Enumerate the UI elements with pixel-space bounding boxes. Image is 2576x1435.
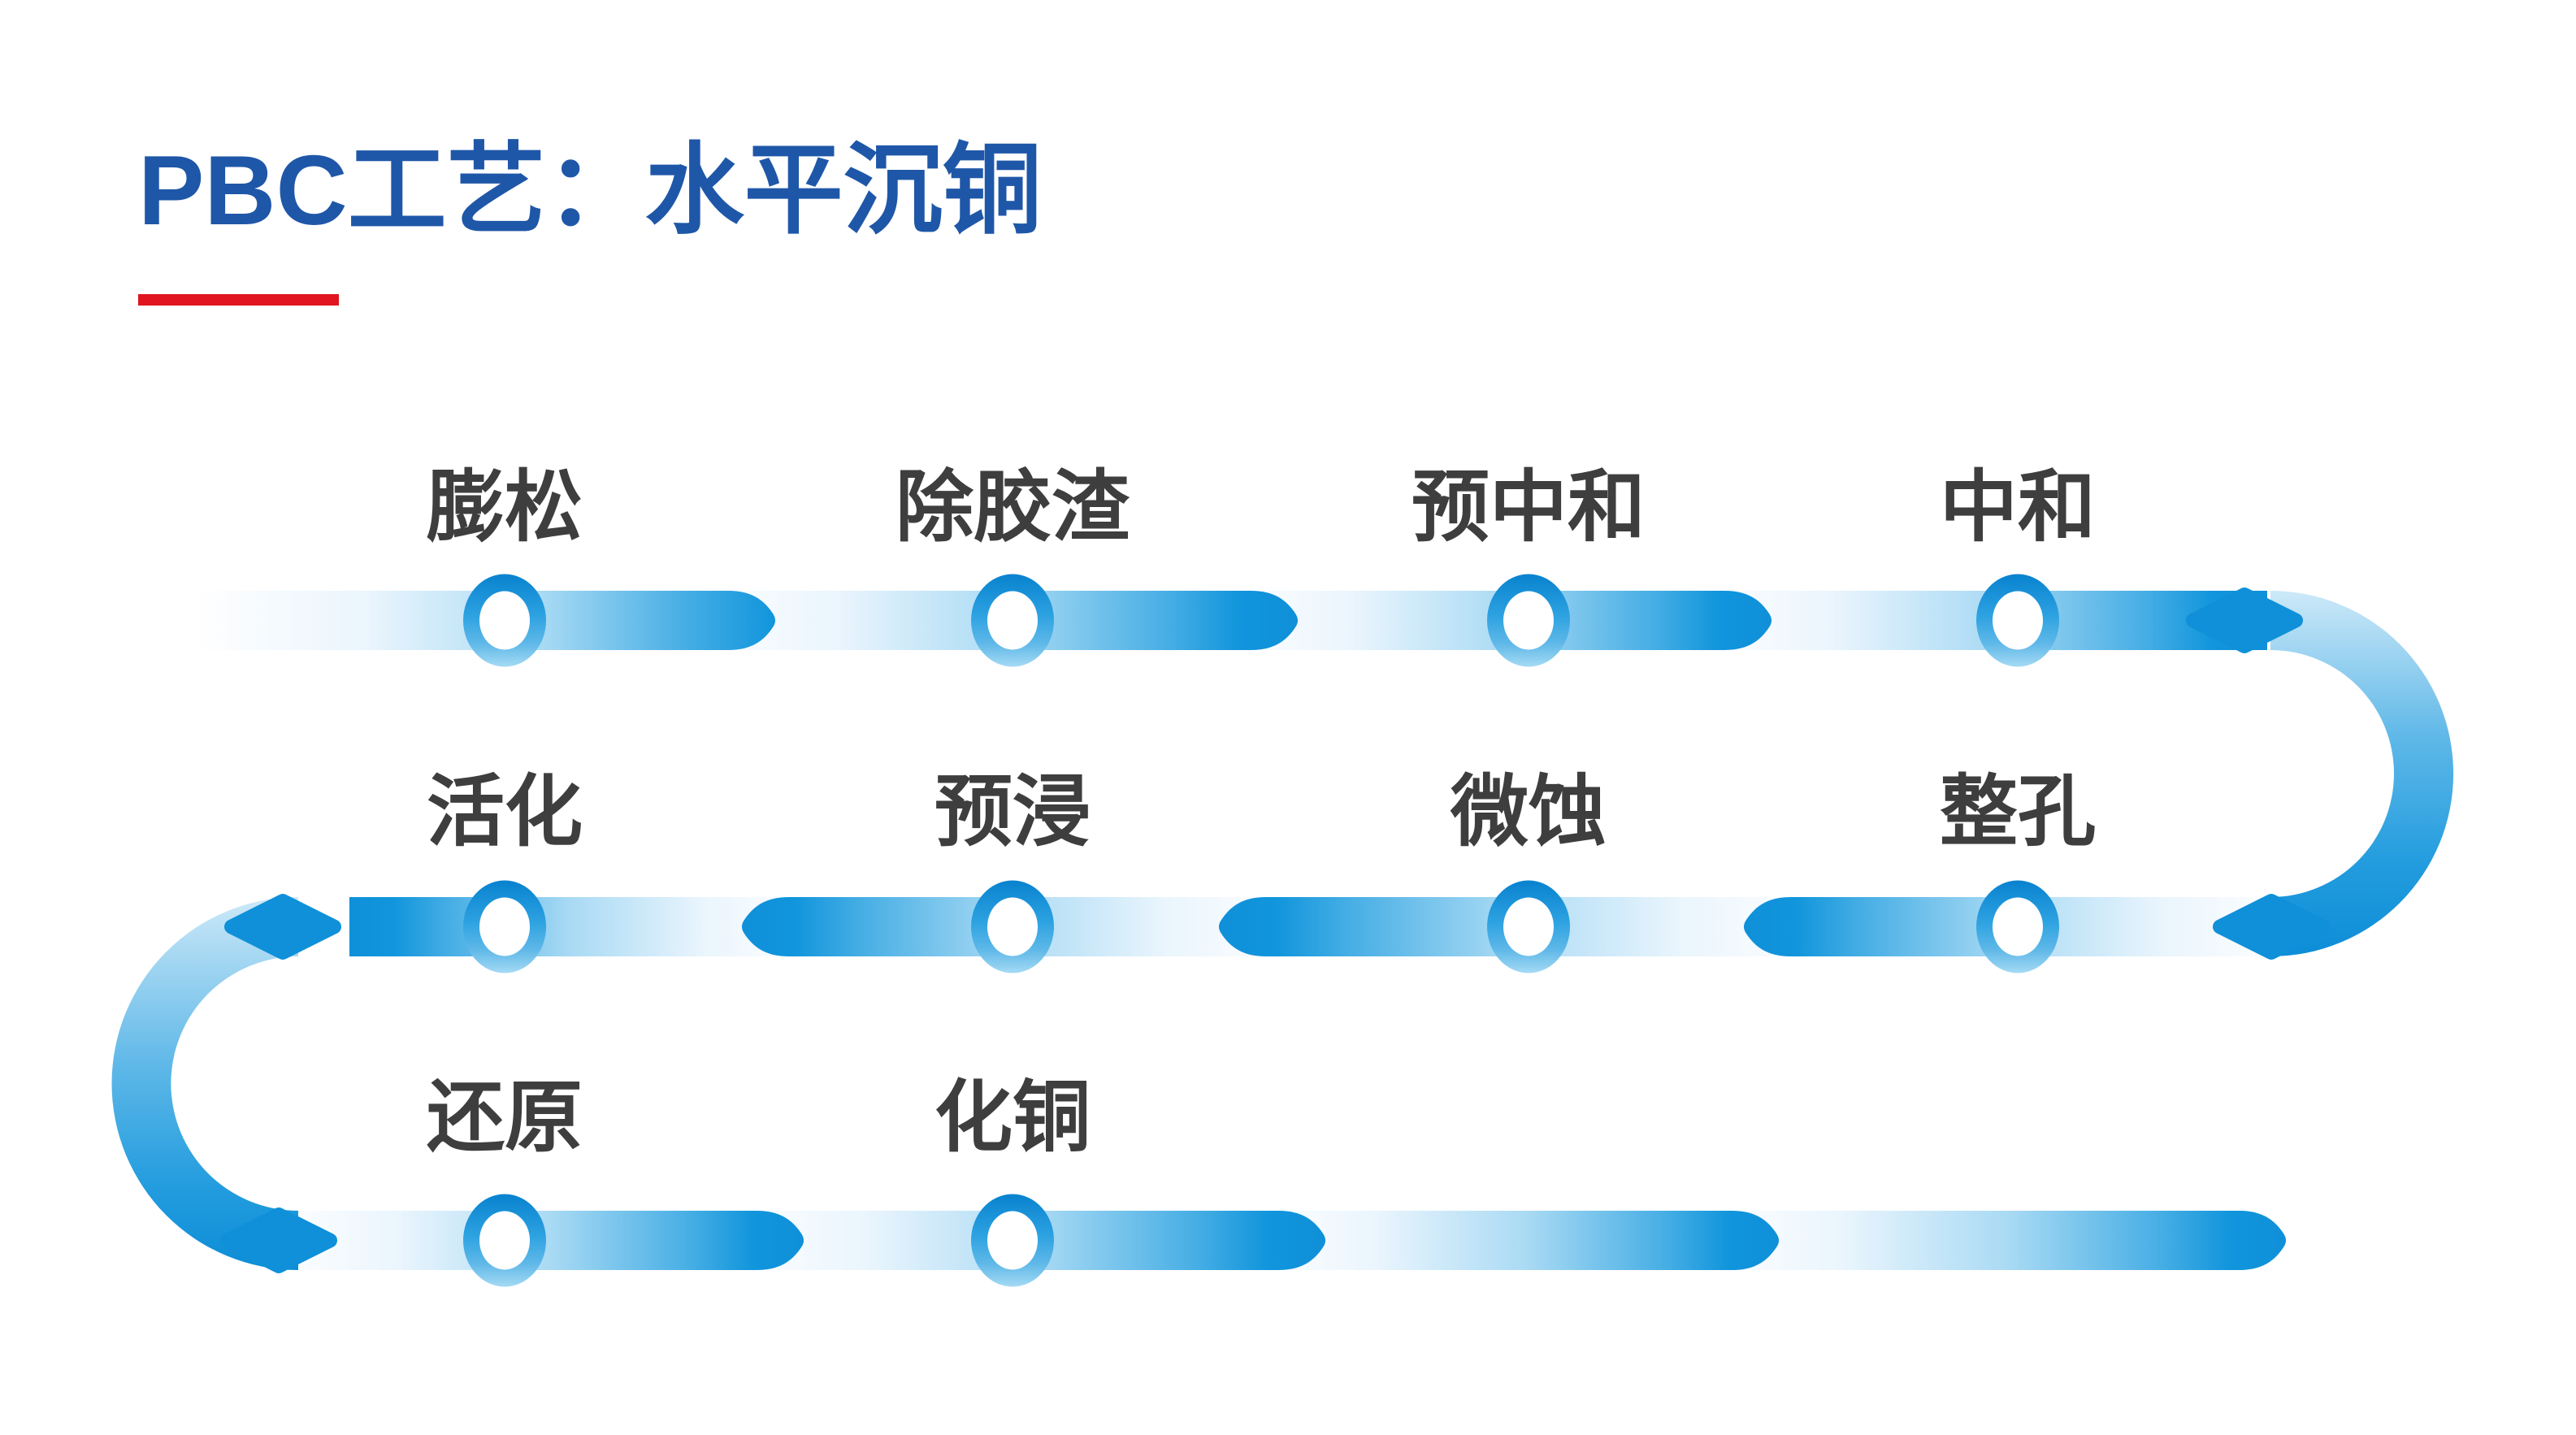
node-ring-inner xyxy=(1993,897,2043,956)
step-label-row2-4: 整孔 xyxy=(1940,769,2096,856)
step-node-row1-4 xyxy=(1976,574,2059,667)
u-turn-left xyxy=(111,897,298,1270)
header: PBC工艺：水平沉铜 xyxy=(138,135,1042,245)
u-turn-right xyxy=(2270,590,2454,956)
arrow-left-chevron-icon xyxy=(224,894,341,960)
node-ring-inner xyxy=(1503,897,1554,956)
step-node-row2-1 xyxy=(463,880,546,973)
node-ring-inner xyxy=(1993,591,2043,650)
node-ring-inner xyxy=(1503,591,1554,650)
flow-segment-row2-4 xyxy=(349,897,792,956)
node-ring-inner xyxy=(479,591,530,650)
step-node-row3-2 xyxy=(971,1194,1054,1287)
flow-segment-row3-3 xyxy=(1276,1211,1779,1270)
step-label-row2-1: 活化 xyxy=(427,769,583,856)
step-node-row3-1 xyxy=(463,1194,546,1287)
arrow-left-chevron-icon xyxy=(2213,894,2330,960)
step-label-row3-2: 化铜 xyxy=(935,1074,1091,1161)
flow-segment-row3-4 xyxy=(1731,1211,2286,1270)
step-label-row2-2: 预浸 xyxy=(935,769,1091,856)
node-ring-inner xyxy=(987,1211,1038,1270)
step-node-row2-3 xyxy=(1487,880,1570,973)
step-label-row1-2: 除胶渣 xyxy=(896,464,1130,551)
page-title: PBC工艺：水平沉铜 xyxy=(138,135,1042,245)
step-label-row1-4: 中和 xyxy=(1940,464,2096,551)
node-ring-inner xyxy=(987,897,1038,956)
step-node-row2-2 xyxy=(971,880,1054,973)
arrow-right-chevron-icon xyxy=(220,1207,337,1273)
node-ring-inner xyxy=(987,591,1038,650)
step-node-row1-2 xyxy=(971,574,1054,667)
step-node-row1-3 xyxy=(1487,574,1570,667)
step-label-row1-3: 预中和 xyxy=(1412,464,1646,551)
step-nodes xyxy=(463,574,2059,1287)
step-label-row2-3: 微蚀 xyxy=(1450,769,1607,856)
step-label-row3-1: 还原 xyxy=(427,1074,583,1161)
node-ring-inner xyxy=(479,897,530,956)
step-node-row1-1 xyxy=(463,574,546,667)
step-labels: 膨松 除胶渣 预中和 中和 活化 预浸 微蚀 整孔 还原 化铜 xyxy=(427,464,2096,1161)
arrow-right-chevron-icon xyxy=(2186,587,2303,653)
flow-segment-row3-1 xyxy=(298,1211,804,1270)
node-ring-inner xyxy=(479,1211,530,1270)
step-label-row1-1: 膨松 xyxy=(427,464,583,551)
title-underline xyxy=(138,294,339,306)
step-node-row2-4 xyxy=(1976,880,2059,973)
